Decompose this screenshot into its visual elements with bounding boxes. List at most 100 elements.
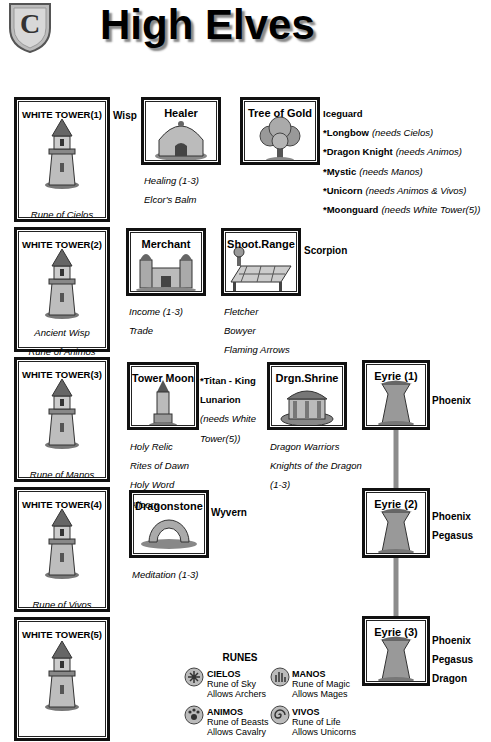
legend-heading: RUNES	[222, 652, 257, 663]
text-row: Drgn.Shrine	[270, 367, 344, 386]
heading-group: Eyrie (3)	[365, 621, 427, 640]
rune-note: Allows Cavalry	[207, 727, 266, 737]
rune-icon	[271, 668, 289, 686]
text-group: FletcherBowyerFlaming Arrows	[224, 300, 320, 358]
text-row: WHITE TOWER(2)	[17, 233, 107, 252]
unit-text: Fletcher	[224, 306, 258, 317]
building-box: Tower Moon*Titan - King Lunarion(needs W…	[127, 362, 199, 430]
label-slot: RUNES	[205, 647, 275, 665]
tower-box: WHITE TOWER(2)Ancient WispRune of Animos	[14, 227, 110, 352]
unit-text: Rites of Dawn	[130, 460, 189, 471]
text-group: Scorpion	[304, 239, 364, 258]
legend-entry: MANOS	[292, 663, 326, 681]
heading-group: Tree of Gold	[243, 102, 317, 121]
building-name: Merchant	[142, 238, 191, 250]
text-row: Wyvern	[211, 501, 261, 520]
unit-text: Meditation (1-3)	[132, 569, 199, 580]
text-row: WHITE TOWER(4)	[17, 493, 107, 512]
unit-text: Holy Relic	[130, 441, 173, 452]
building-box: HealerHealing (1-3)Elcor's Balm	[141, 97, 221, 165]
text-row: Pegasus	[432, 524, 488, 543]
text-row: Bowyer	[224, 319, 320, 338]
building-name: Dragonstone	[135, 500, 203, 512]
unit-text: Iceguard	[323, 108, 363, 119]
eyrie-connector	[394, 558, 399, 616]
label-slot: Allows Mages	[292, 683, 360, 701]
unit-text: (needs Cielos)	[372, 127, 433, 138]
tower-box: WHITE TOWER(1)Rune of CielosWisp	[14, 97, 110, 222]
unit-text: Pegasus	[432, 654, 473, 665]
text-row: WHITE TOWER(5)	[17, 623, 107, 642]
text-row: Dragon Warriors	[270, 435, 362, 454]
legend-entry: VIVOS	[292, 701, 320, 719]
label-slot: Allows Archers	[207, 683, 271, 701]
unit-text: Rune of Cielos	[31, 209, 93, 220]
eyrie-picture	[378, 509, 414, 556]
heading-group: Drgn.Shrine	[270, 367, 344, 386]
heading-group: Dragonstone	[132, 495, 206, 514]
text-row: Eyrie (1)	[365, 365, 427, 384]
text-row: *Mystic(needs Manos)	[323, 160, 489, 179]
building-box: Tree of GoldIceguard*Longbow(needs Cielo…	[240, 97, 320, 165]
unit-text: *Longbow	[323, 127, 369, 138]
text-row: (needs White Tower(5))	[200, 407, 264, 445]
unit-text: Income (1-3)	[129, 306, 183, 317]
unit-text: Healing (1-3)	[144, 175, 199, 186]
building-box: Drgn.ShrineDragon WarriorsKnights of the…	[267, 362, 347, 430]
unit-text: Wisp	[113, 110, 137, 121]
merchant-picture	[136, 254, 196, 293]
eyrie-picture	[378, 381, 414, 428]
rune-note: Allows Unicorns	[292, 727, 356, 737]
text-group: Dragon WarriorsKnights of the Dragon (1-…	[270, 435, 362, 493]
text-row: Tower Moon	[130, 367, 196, 386]
building-name: Eyrie (3)	[374, 626, 417, 638]
rune-note: Rune of Sky	[207, 679, 256, 689]
shield-letter: C	[20, 8, 40, 39]
text-row: Phoenix	[432, 389, 488, 408]
tower-picture	[45, 249, 79, 319]
unit-text: (needs White Tower(5))	[200, 413, 256, 443]
heading-group: Eyrie (2)	[365, 493, 427, 512]
heading-group: WHITE TOWER(3)	[17, 363, 107, 382]
unit-text: Bowyer	[224, 325, 256, 336]
unit-text: Phoenix	[432, 395, 471, 406]
building-name: WHITE TOWER(1)	[22, 109, 102, 120]
building-name: Drgn.Shrine	[276, 372, 339, 384]
unit-text: Rune of Vivos	[33, 599, 92, 610]
unit-text: (needs Manos)	[359, 166, 422, 177]
unit-text: *Dragon Knight	[323, 146, 393, 157]
range-picture	[231, 247, 291, 292]
text-row: Wisp	[113, 104, 139, 123]
label-slot: Allows Unicorns	[292, 721, 360, 739]
eyrie-connector	[394, 430, 399, 488]
text-group: Healing (1-3)Elcor's Balm	[144, 169, 240, 207]
text-group: PhoenixPegasusDragon	[432, 629, 488, 687]
legend-entry: CIELOS	[207, 663, 241, 681]
building-name: WHITE TOWER(5)	[22, 629, 102, 640]
unit-text: Pegasus	[432, 530, 473, 541]
heading-group: WHITE TOWER(2)	[17, 233, 107, 252]
eyrie-picture	[378, 637, 414, 684]
text-group: Ancient WispRune of Animos	[17, 321, 107, 359]
building-name: WHITE TOWER(2)	[22, 239, 102, 250]
text-row: Trade	[129, 319, 225, 338]
rune-icon	[271, 706, 289, 724]
text-row: *Titan - King Lunarion	[200, 369, 264, 407]
text-row: Fletcher	[224, 300, 320, 319]
tower-box: WHITE TOWER(4) Rune of Vivos	[14, 487, 110, 612]
tree-picture	[260, 117, 300, 163]
label-slot: Allows Cavalry	[207, 721, 271, 739]
text-row: Tree of Gold	[243, 102, 317, 121]
legend-entry: ANIMOS	[207, 701, 243, 719]
text-group: Meditation (1-3)	[132, 563, 228, 582]
text-group: Iceguard *Longbow(needs Cielos) *Dragon Kn…	[323, 102, 489, 217]
text-row: Iceguard	[323, 102, 489, 121]
rune-name: CIELOS	[207, 669, 241, 679]
unit-text: *Unicorn	[323, 185, 363, 196]
rune-icon	[185, 668, 203, 686]
text-row: Pegasus	[432, 648, 488, 667]
building-name: Healer	[164, 107, 198, 119]
text-group: Phoenix	[432, 389, 488, 408]
heading-group: Tower Moon	[130, 367, 196, 386]
shield-icon	[10, 4, 50, 52]
